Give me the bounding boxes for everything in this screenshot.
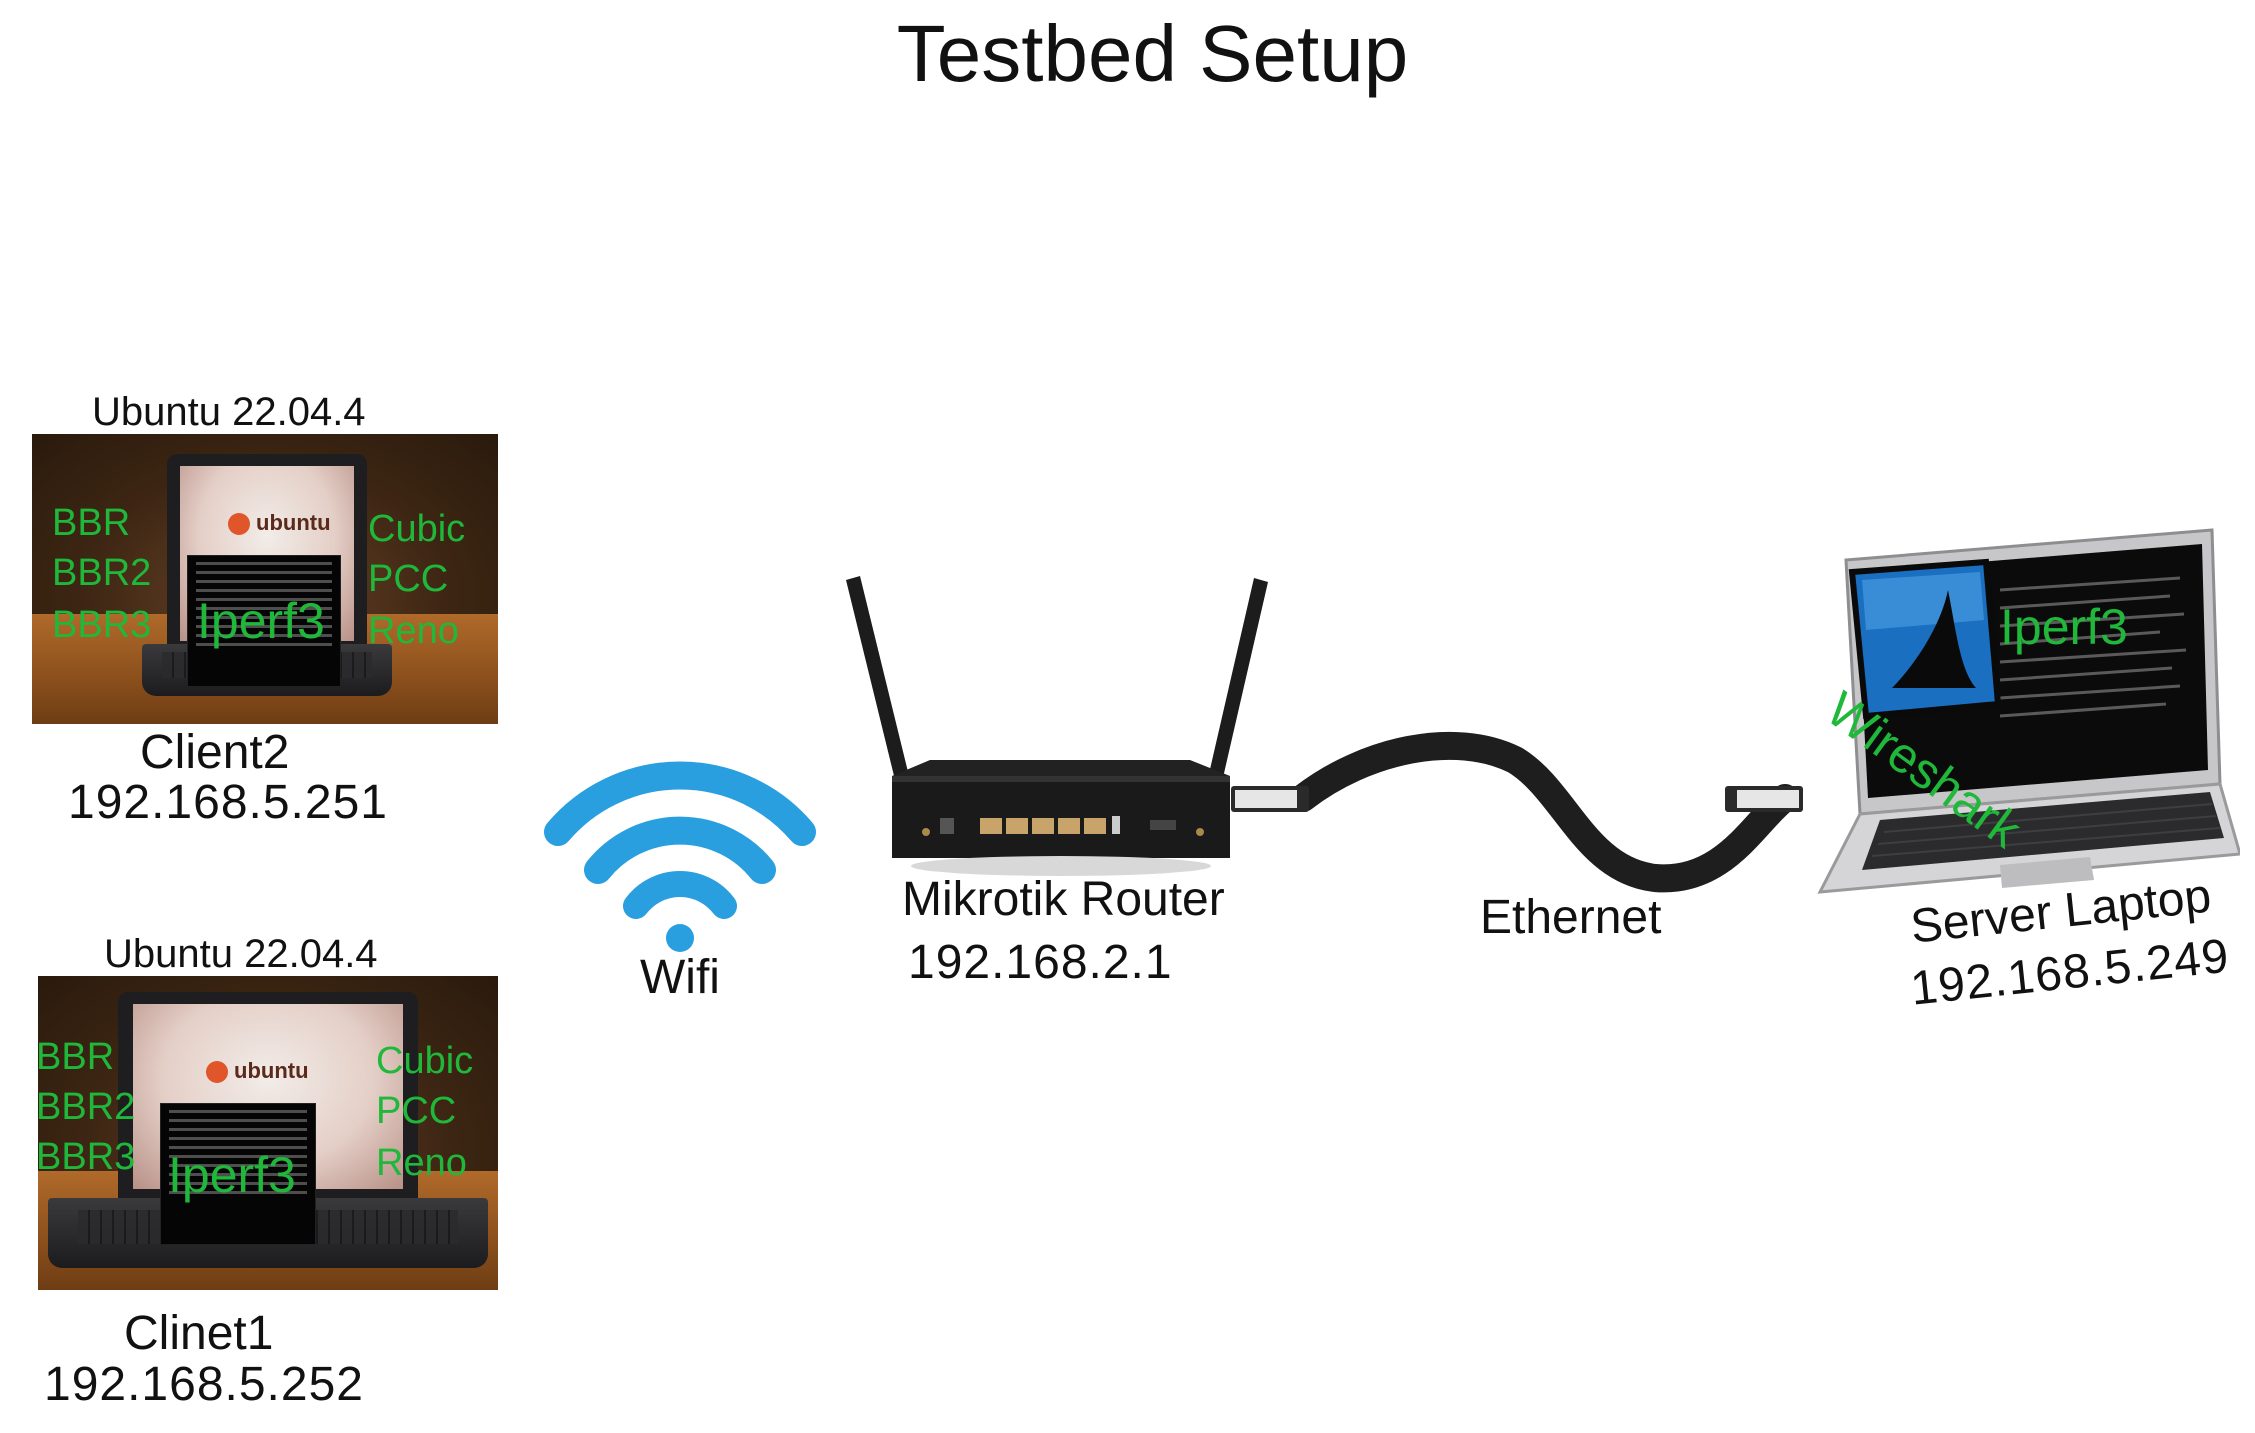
client2-algo-reno: Reno [368, 610, 459, 652]
router-name: Mikrotik Router [902, 873, 1225, 926]
ethernet-cable [1231, 731, 1803, 893]
diagram-title: Testbed Setup [896, 9, 1409, 98]
client2-algo-cubic: Cubic [368, 508, 466, 550]
client1-algo-cubic: Cubic [376, 1040, 474, 1082]
router-icon [846, 576, 1268, 876]
ubuntu-logo-icon: ubuntu [228, 510, 331, 536]
client2-algo-pcc: PCC [368, 558, 449, 600]
client2-os-label: Ubuntu 22.04.4 [92, 390, 366, 434]
server-iperf3-label: Iperf3 [2000, 599, 2128, 655]
ethernet-label: Ethernet [1480, 891, 1662, 944]
client1-name: Clinet1 [124, 1307, 274, 1360]
client1-algo-bbr2: BBR2 [38, 1086, 136, 1128]
server-laptop-icon [1817, 528, 2240, 894]
client1-algo-pcc: PCC [376, 1090, 457, 1132]
client1-ip: 192.168.5.252 [44, 1358, 364, 1411]
client2-algo-bbr: BBR [52, 502, 131, 544]
wifi-icon [544, 761, 816, 952]
client1-iperf3-label: Iperf3 [168, 1147, 296, 1203]
client1-algo-bbr3: BBR3 [38, 1136, 136, 1178]
ubuntu-logo-icon: ubuntu [206, 1058, 309, 1084]
client1-algo-bbr: BBR [38, 1036, 115, 1078]
wifi-label: Wifi [640, 951, 720, 1004]
router-ip: 192.168.2.1 [908, 936, 1173, 989]
client1-terminal [160, 1103, 316, 1245]
client1-laptop-photo: ubuntu BBR BBR2 BBR3 Cubic PCC Reno Iper… [38, 976, 498, 1290]
client2-laptop-photo: ubuntu BBR BBR2 BBR3 Cubic PCC Reno Iper… [32, 434, 498, 724]
client2-iperf3-label: Iperf3 [197, 593, 325, 649]
client2-name: Client2 [140, 726, 290, 779]
client2-terminal [187, 555, 341, 687]
client2-algo-bbr3: BBR3 [52, 604, 152, 646]
client2-ip: 192.168.5.251 [68, 776, 388, 829]
client1-algo-reno: Reno [376, 1142, 467, 1184]
client1-os-label: Ubuntu 22.04.4 [104, 932, 378, 976]
client2-algo-bbr2: BBR2 [52, 552, 152, 594]
wireshark-icon [1848, 558, 2002, 720]
